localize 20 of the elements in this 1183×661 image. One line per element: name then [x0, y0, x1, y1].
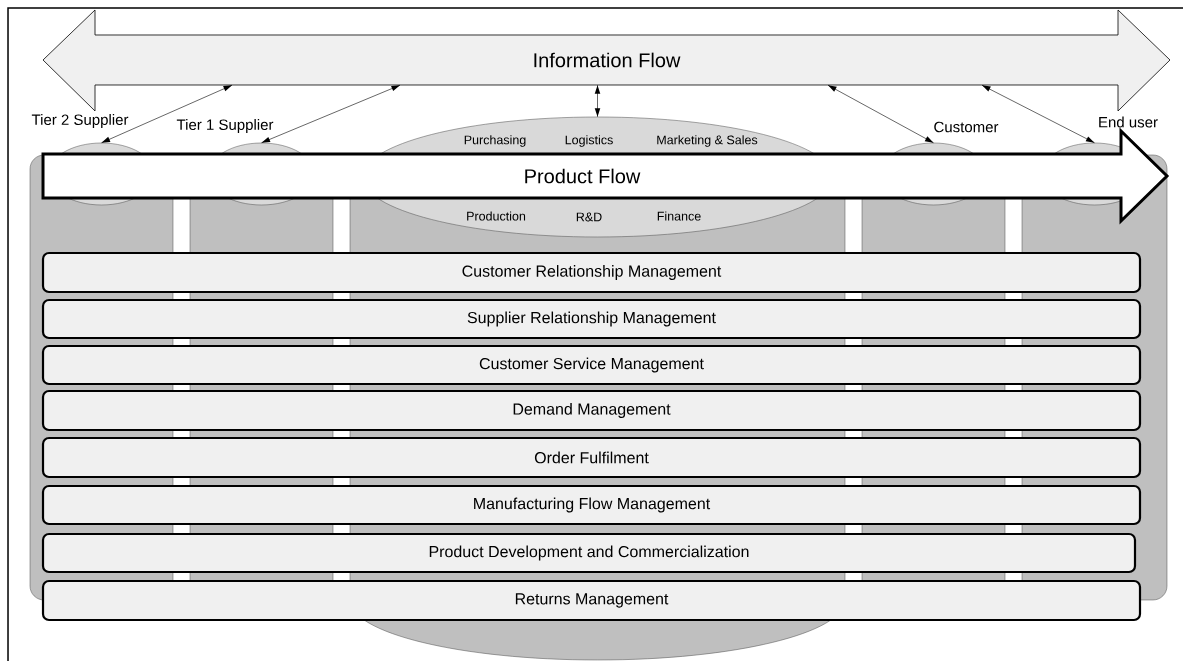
node-label: Product Flow: [525, 168, 641, 184]
arrow: [261, 84, 401, 144]
node-label: End user: [1099, 116, 1158, 128]
process-bar: Demand Management: [41, 389, 1142, 432]
arrow: [981, 84, 1095, 144]
node-label: Tier 2 Supplier: [31, 114, 129, 128]
process-bar: Product Development and Commercialization: [41, 532, 1137, 574]
node-label: Marketing & Sales: [657, 135, 758, 147]
arrow: [827, 84, 934, 144]
process-bar: Customer Relationship Management: [41, 251, 1142, 294]
process-bar: Returns Management: [41, 579, 1142, 622]
node-label: Purchasing: [464, 135, 526, 147]
process-bar: Supplier Relationship Management: [41, 298, 1142, 340]
process-bar: Order Fulfilment: [41, 436, 1142, 479]
node-label: Logistics: [565, 135, 613, 147]
arrow: [594, 84, 601, 118]
process-bar: Customer Service Management: [41, 344, 1142, 386]
double-arrow-band: Information Flow: [42, 9, 1171, 112]
process-bar: Manufacturing Flow Management: [41, 484, 1142, 526]
arrow: [101, 84, 233, 144]
